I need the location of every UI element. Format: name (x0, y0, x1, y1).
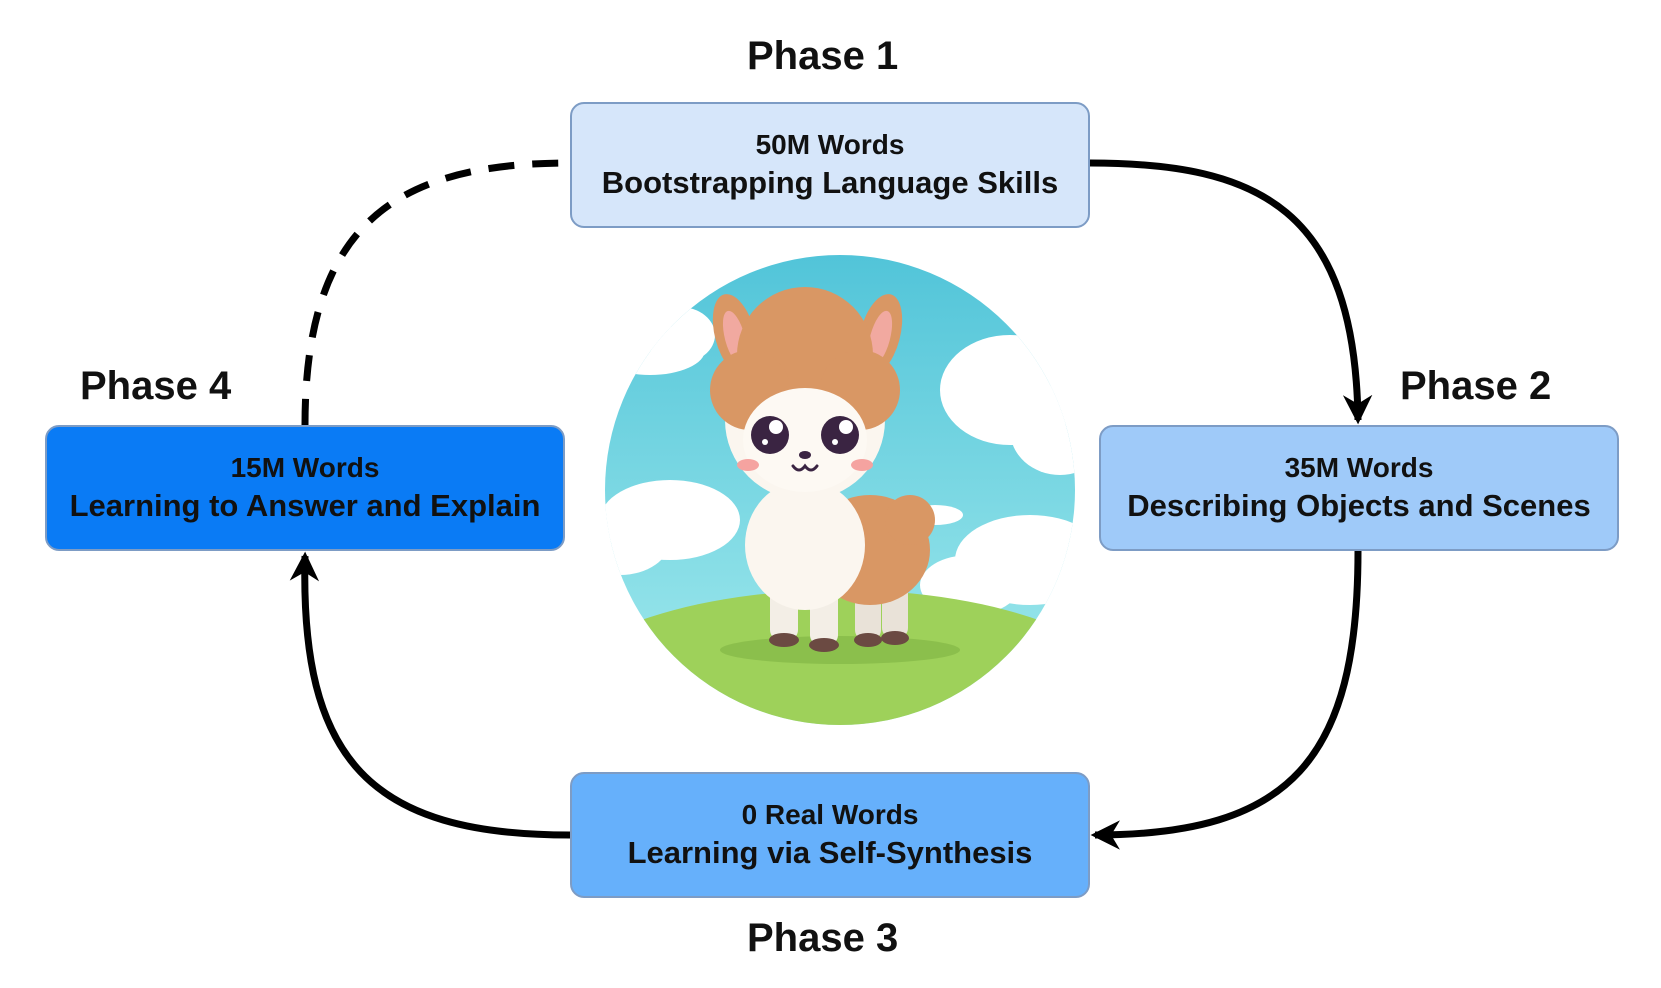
arrow-phase2-to-phase3 (1090, 550, 1362, 850)
phase-1-description: Bootstrapping Language Skills (601, 165, 1059, 201)
llama-mascot-icon (590, 240, 1090, 740)
phase-3-description: Learning via Self-Synthesis (627, 835, 1033, 871)
phase-4-title: Phase 4 (80, 364, 232, 408)
phase-4-description: Learning to Answer and Explain (69, 488, 541, 524)
arrow-phase3-to-phase4 (289, 551, 571, 839)
phase-1-title: Phase 1 (747, 34, 899, 78)
phase-1-words: 50M Words (755, 129, 905, 161)
phase-1-box: 50M Words Bootstrapping Language Skills (570, 102, 1090, 228)
phase-3-box: 0 Real Words Learning via Self-Synthesis (570, 772, 1090, 898)
arrow-phase1-to-phase2 (1089, 159, 1373, 425)
phase-4-box: 15M Words Learning to Answer and Explain (45, 425, 565, 551)
phase-4-words: 15M Words (230, 452, 380, 484)
arrow-phase4-to-phase1-dashed (301, 159, 571, 426)
phase-2-title: Phase 2 (1400, 364, 1552, 408)
phase-3-title: Phase 3 (747, 916, 899, 960)
phase-2-description: Describing Objects and Scenes (1127, 488, 1591, 524)
phase-2-box: 35M Words Describing Objects and Scenes (1099, 425, 1619, 551)
phase-2-words: 35M Words (1284, 452, 1434, 484)
phase-3-words: 0 Real Words (741, 799, 919, 831)
